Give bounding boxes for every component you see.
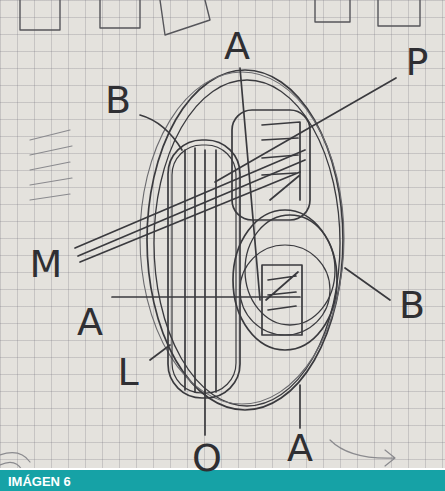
callout-letter: A: [287, 429, 313, 467]
callout-letter: A: [77, 303, 103, 341]
callout-letter: B: [399, 286, 425, 324]
callout-letter: B: [105, 81, 131, 119]
figure-caption: IMÁGEN 6: [8, 474, 71, 489]
caption-bar: IMÁGEN 6: [0, 468, 445, 491]
callout-letter: A: [224, 27, 250, 65]
callout-letter: O: [192, 439, 222, 477]
callout-letter: L: [117, 353, 138, 391]
callout-letter: M: [30, 245, 63, 283]
callout-letter: P: [406, 43, 429, 81]
